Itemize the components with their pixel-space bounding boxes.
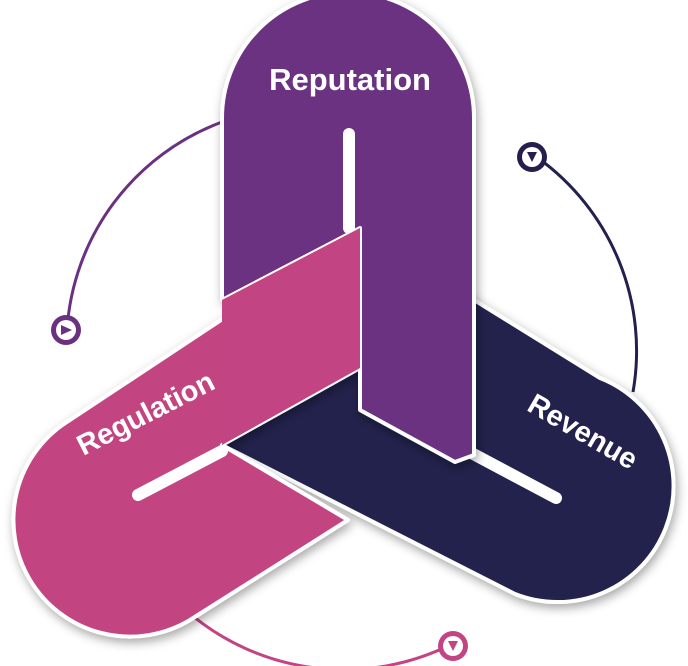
regulation-cycle-arc: [187, 610, 453, 666]
play-arrow-icon: [51, 315, 81, 345]
reputation-cycle-arc: [65, 120, 223, 331]
revenue-cycle-arc: [537, 156, 639, 393]
play-arrow-icon: [438, 631, 468, 661]
reputation-label: Reputation: [269, 62, 431, 97]
reputation-loop: [220, 0, 476, 464]
play-arrow-icon: [517, 142, 547, 172]
regulation-crossing-overlay: [222, 228, 360, 445]
